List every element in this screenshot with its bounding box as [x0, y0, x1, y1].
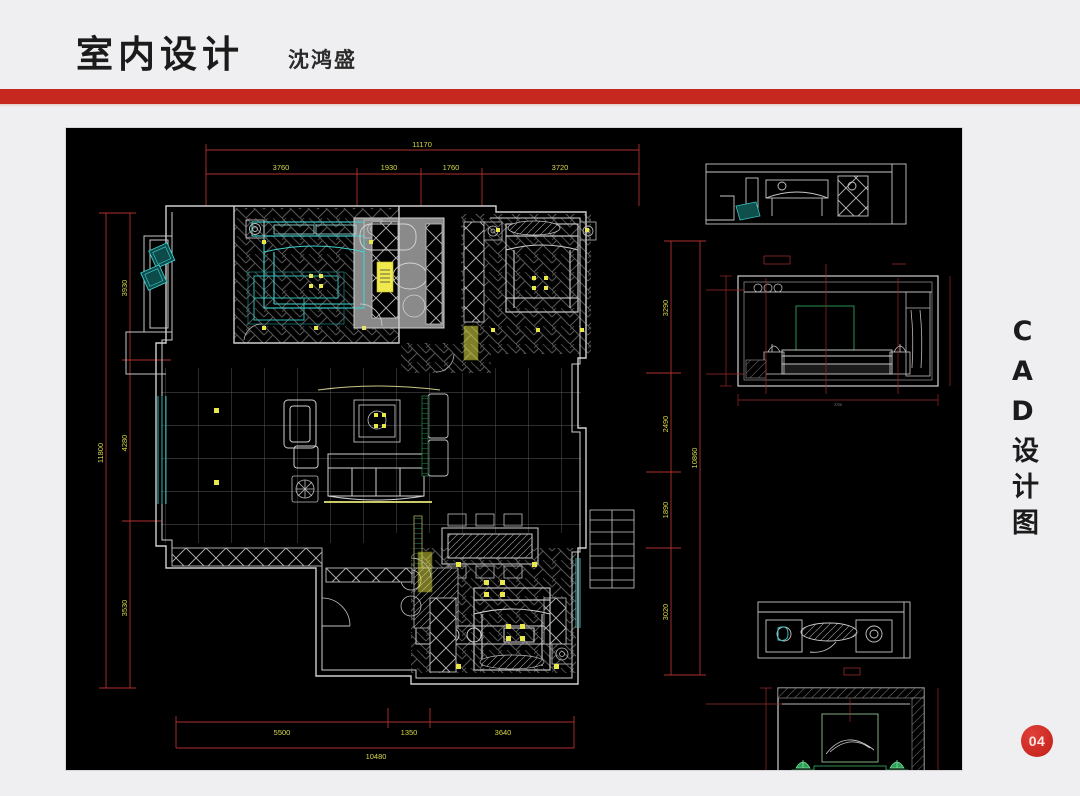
- page-header: 室内设计 沈鸿盛: [0, 0, 1080, 88]
- dim-top-overall: 11170: [412, 140, 432, 149]
- dim-left-overall: 11800: [96, 443, 105, 463]
- coffee-table: [353, 399, 401, 443]
- dining-table: [441, 527, 539, 565]
- dim-top-seg-3: 3720: [552, 163, 569, 172]
- master-bed-pillows: [273, 224, 357, 235]
- dimension-left: [99, 212, 171, 689]
- side-table-plant: [291, 475, 319, 503]
- dimension-left-labels: 11800 3930 4280 3530: [96, 280, 129, 617]
- bathroom-tag-text: [380, 269, 390, 283]
- dimension-top-labels: 11170 3760 1930 1760 3720: [273, 140, 569, 172]
- bedroom3-ceiling-lights: [456, 562, 559, 669]
- living-room: [157, 385, 449, 567]
- dim-right-seg-2: 1890: [661, 502, 670, 519]
- elevation-plan-detail-top-chair: [735, 201, 761, 221]
- bedroom3-desk-marker: [417, 551, 433, 593]
- living-room-ceiling-lights: [214, 408, 386, 485]
- dimension-top: [205, 144, 640, 206]
- bedroom2-ceiling-lights: [491, 228, 589, 332]
- dimension-bottom-labels: 5500 1350 3640 10480: [274, 728, 512, 761]
- bedroom3-nightstand: [551, 643, 573, 665]
- living-room-cabinet-run: [171, 547, 323, 567]
- bathtub: [359, 223, 417, 251]
- dim-bottom-seg-2: 3640: [495, 728, 512, 737]
- outer-walls-inner: [161, 212, 581, 679]
- cad-svg-root: 11170 3760 1930 1760 3720 11800 3930 428…: [96, 140, 951, 770]
- dim-left-seg-1: 4280: [120, 435, 129, 452]
- page-number-badge: 04: [1021, 725, 1053, 757]
- author-name: 沈鸿盛: [288, 48, 357, 72]
- bedroom2-pillow: [507, 220, 561, 236]
- entry-hall: [321, 567, 413, 627]
- bed-bench: [247, 271, 345, 325]
- dim-top-seg-1: 1930: [381, 163, 398, 172]
- dim-bottom-overall: 10480: [366, 752, 387, 761]
- master-bathroom: [353, 217, 445, 329]
- kitchen-tall-cabinet: [543, 597, 567, 645]
- page-title: 室内设计: [76, 33, 244, 76]
- elevation-micro-labels: 2720 3000 2770: [834, 403, 842, 407]
- bathroom-door-swing: [359, 303, 383, 327]
- door-swings: [410, 353, 455, 579]
- stair-hatch: [589, 509, 635, 589]
- bedroom3-window: [575, 558, 581, 628]
- bedroom2-desk-marker: [463, 325, 479, 361]
- balcony-chairs: [140, 242, 176, 291]
- dimension-right: [646, 240, 706, 676]
- bedroom-3: [417, 551, 581, 673]
- dimension-right-labels: 10860 3290 2490 1890 3020: [661, 300, 699, 621]
- svg-text:2720: 2720: [834, 403, 842, 407]
- dim-right-overall: 10860: [690, 448, 699, 469]
- header-accent-rule: [0, 89, 1080, 104]
- floor-dining-kitchen: [391, 368, 581, 533]
- elevation-plan-detail-bottom: [757, 601, 911, 659]
- elevation-lamp-left: [795, 760, 811, 769]
- elevation-bedroom-wardrobe: [706, 255, 951, 406]
- elevation-plan-detail-bottom-accent: [777, 626, 789, 641]
- toilet: [402, 294, 426, 318]
- section-vertical-label: CAD设计图: [1007, 316, 1038, 544]
- armchair: [283, 399, 319, 469]
- floor-plan: [125, 205, 635, 685]
- cad-drawing-canvas: 11170 3760 1930 1760 3720 11800 3930 428…: [66, 128, 962, 770]
- nightstand-left: [245, 219, 265, 239]
- rug-edge-top: [317, 385, 441, 391]
- header-rule-shadow: [0, 104, 1080, 107]
- dim-top-seg-0: 3760: [273, 163, 290, 172]
- tv-cabinet: [421, 393, 449, 477]
- bathroom-tag-marker: [376, 261, 394, 293]
- bathroom-cabinet: [425, 223, 443, 325]
- bedroom2-wardrobe: [463, 221, 485, 323]
- dim-right-seg-0: 3290: [661, 300, 670, 317]
- outer-walls: [155, 205, 587, 685]
- bedroom3-bed: [473, 587, 551, 671]
- elevation-lamp-right: [889, 760, 905, 769]
- dim-right-seg-3: 3020: [661, 604, 670, 621]
- dining-ceiling-lights: [484, 580, 505, 597]
- elevation-plan-detail-top: [705, 163, 907, 225]
- elevation-bedroom-headboard: [706, 667, 939, 770]
- bedroom3-wardrobe: [429, 597, 457, 673]
- living-room-glazing: [157, 396, 167, 504]
- dim-top-seg-2: 1760: [443, 163, 460, 172]
- dining-chairs: [447, 513, 523, 579]
- floor-living-room: [161, 368, 391, 543]
- dimension-bottom: [175, 708, 575, 749]
- dim-bottom-seg-0: 5500: [274, 728, 291, 737]
- dim-bottom-seg-1: 1350: [401, 728, 418, 737]
- dim-left-seg-2: 3530: [120, 600, 129, 617]
- dim-left-seg-0: 3930: [120, 280, 129, 297]
- bedroom-2: [463, 220, 597, 361]
- dim-right-seg-1: 2490: [661, 416, 670, 433]
- master-door-swing: [243, 323, 263, 341]
